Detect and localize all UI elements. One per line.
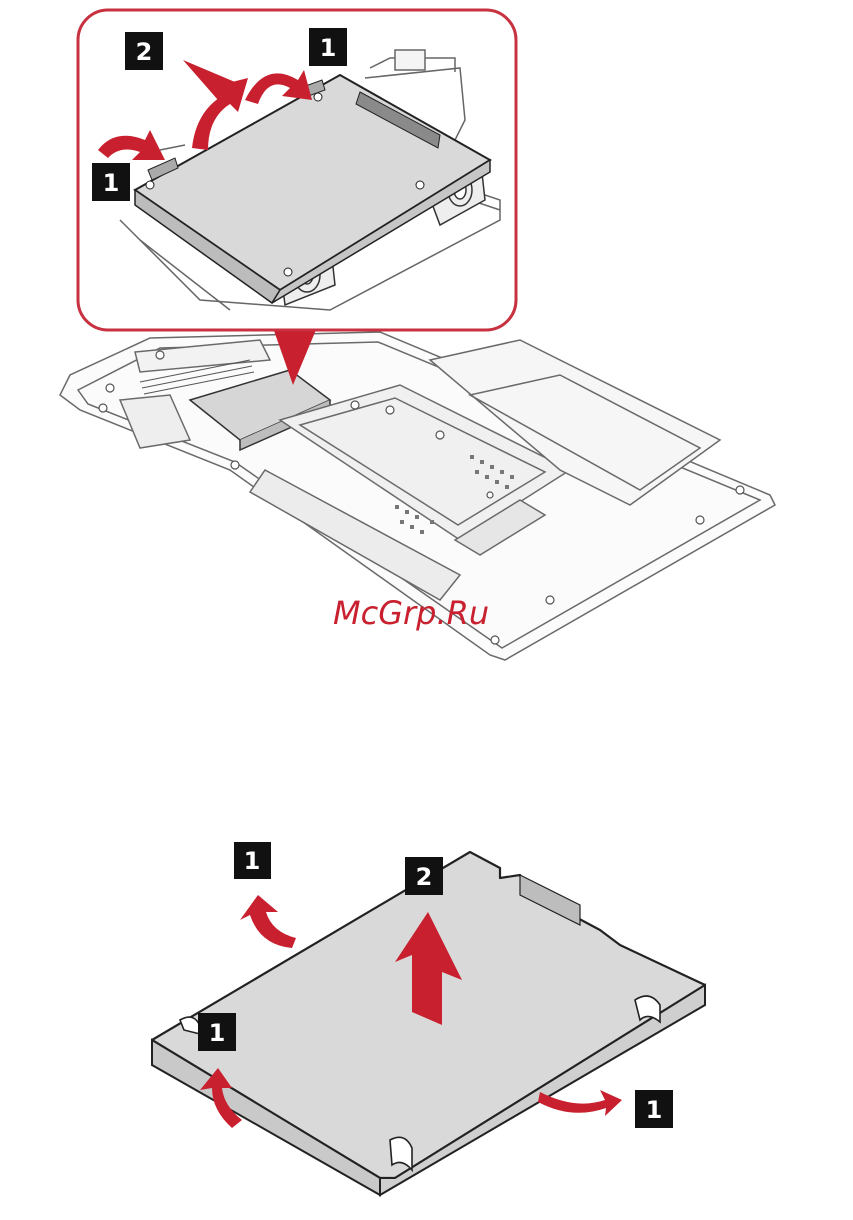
step-badge-label: 2 [136, 38, 153, 66]
watermark-text: McGrp.Ru [333, 594, 489, 632]
step-badge: 2 [405, 857, 443, 895]
step-badge: 1 [234, 842, 271, 879]
step-badge-label: 1 [646, 1096, 663, 1124]
step-badge-label: 1 [209, 1019, 226, 1047]
step-badge-label: 1 [320, 34, 337, 62]
step-badge-label: 1 [103, 169, 120, 197]
step-badge-label: 2 [416, 863, 433, 891]
step-badge-label: 1 [244, 847, 261, 875]
step-badge: 1 [92, 163, 130, 201]
step-badge: 2 [125, 32, 163, 70]
step-badge: 1 [635, 1090, 673, 1128]
step-badge: 1 [309, 28, 347, 66]
step-badge: 1 [198, 1013, 236, 1051]
